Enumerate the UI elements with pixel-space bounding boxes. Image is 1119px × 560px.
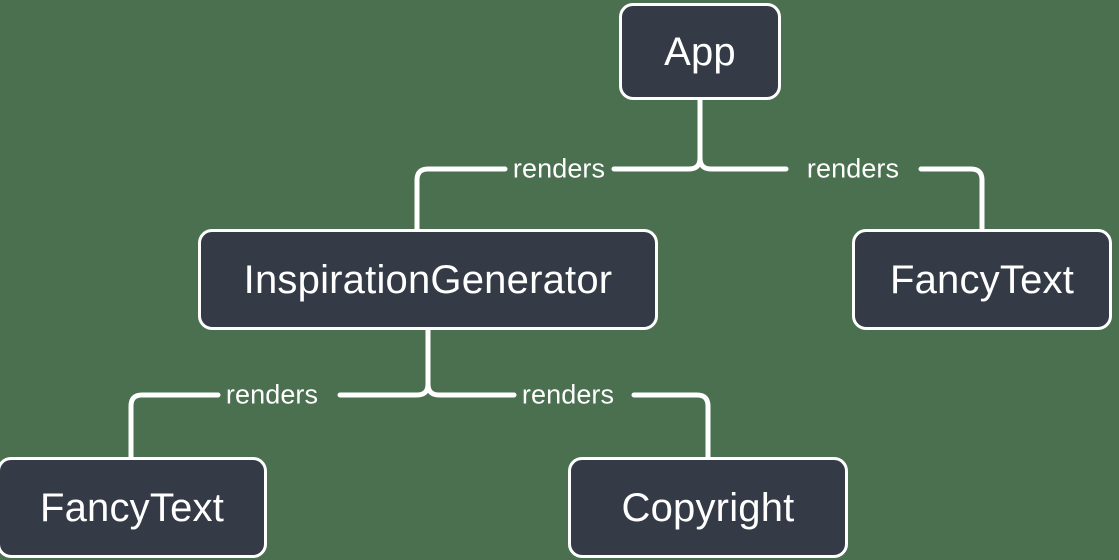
node-inspiration-generator-label: InspirationGenerator [243,257,613,302]
node-fancy-text-right[interactable]: FancyText [852,229,1112,330]
node-inspiration-generator[interactable]: InspirationGenerator [198,229,658,330]
node-copyright[interactable]: Copyright [568,457,848,558]
edge-inspiration-generator-to-fancy-text-bottom-line [337,381,431,398]
edge-inspiration-generator-to-copyright-tail [631,392,711,460]
edge-inspiration-generator-to-fancy-text-bottom-tail [128,392,221,460]
node-fancy-text-bottom-label: FancyText [39,485,225,530]
edge-app-to-inspiration-generator-line [611,155,703,172]
edge-label-inspiration-generator-to-copyright: renders [521,379,615,410]
node-app-label: App [664,29,736,74]
node-fancy-text-bottom[interactable]: FancyText [0,457,267,558]
edge-inspiration-generator-to-copyright-line [425,381,517,398]
edge-app-to-fancy-text-right-line [697,155,789,172]
edge-label-app-to-inspiration-generator: renders [512,153,606,184]
edge-app-to-fancy-text-right-tail [918,166,985,232]
node-fancy-text-right-label: FancyText [889,257,1075,302]
edge-app-to-inspiration-generator-tail [414,166,508,232]
node-copyright-label: Copyright [621,485,795,530]
edge-label-app-to-fancy-text-right: renders [806,153,900,184]
edge-label-inspiration-generator-to-fancy-text-bottom: renders [225,379,319,410]
node-app[interactable]: App [619,3,781,100]
